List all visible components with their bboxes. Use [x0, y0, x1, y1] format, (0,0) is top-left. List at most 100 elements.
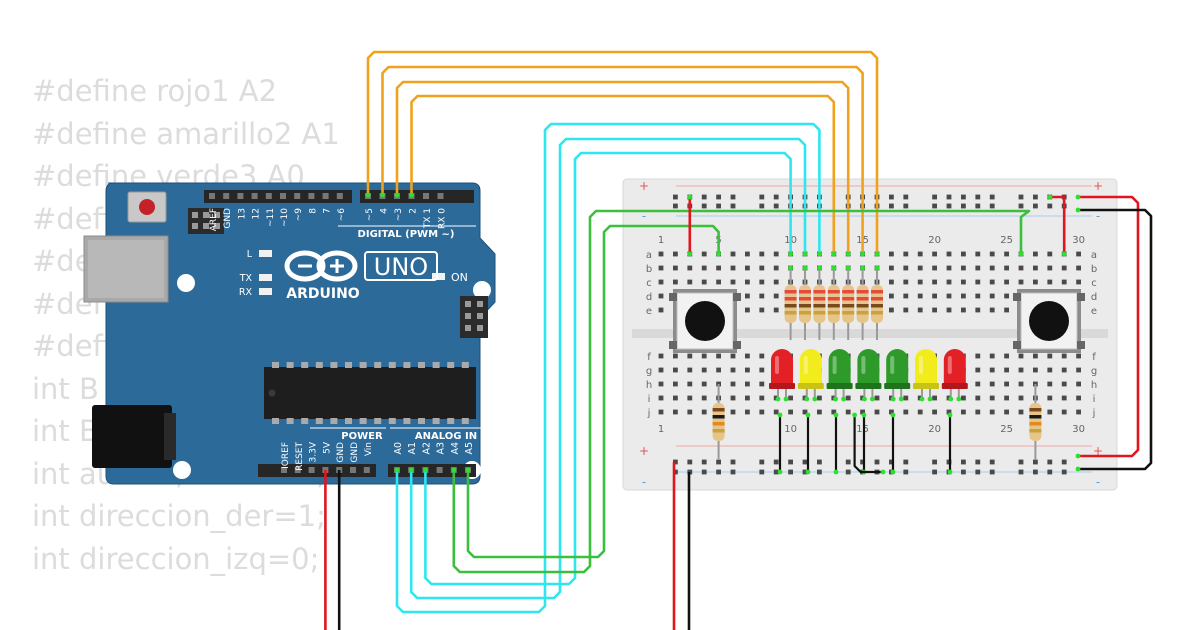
rail-hole [989, 469, 995, 475]
hole [716, 279, 721, 285]
power-pin [363, 467, 370, 473]
header-pin [465, 301, 471, 307]
rail-hole [961, 194, 966, 200]
hole [961, 265, 966, 271]
components [669, 265, 1085, 460]
resistor-band [827, 311, 840, 315]
column-number: 15 [856, 424, 869, 435]
hole [1033, 279, 1038, 285]
connection-dot [833, 396, 838, 402]
chip-pin [461, 362, 469, 368]
uno-label: UNO [374, 253, 428, 281]
chip-pin [330, 418, 338, 424]
analog-pin-label: A4 [450, 442, 461, 455]
led-ground-wire [853, 415, 883, 474]
hole [1061, 279, 1067, 285]
wire-end [788, 251, 793, 257]
column-number: 30 [1072, 235, 1085, 246]
row-label: j [1092, 408, 1096, 419]
hole [932, 409, 937, 415]
wire-end [687, 251, 693, 257]
led-rim [826, 383, 853, 389]
hole [759, 381, 765, 387]
wire-end [861, 412, 867, 418]
rail-hole [874, 459, 880, 465]
led-green [828, 349, 851, 385]
digital-pin-label: 4 [380, 208, 390, 214]
resistor-band [813, 290, 826, 294]
hole [903, 265, 909, 271]
resistor-band [799, 297, 811, 301]
rail-bridge-black [1078, 208, 1153, 471]
hole [745, 353, 750, 359]
chip-pin [315, 362, 323, 368]
hole [1004, 307, 1009, 313]
hole [1061, 381, 1067, 387]
rail-hole [889, 203, 894, 209]
connection-dot [890, 396, 896, 402]
rail-hole [1018, 203, 1024, 209]
hole [989, 251, 995, 257]
digital-pin [251, 193, 258, 199]
hole [917, 307, 923, 313]
rail-bridge-red [1078, 195, 1140, 458]
hole [1033, 265, 1038, 271]
board-led [259, 274, 272, 281]
wire-end [380, 192, 385, 198]
wire-end [1061, 251, 1067, 257]
uno-frame [364, 251, 438, 281]
hole [1047, 381, 1053, 387]
digital-wire [381, 65, 864, 254]
rail-hole [773, 469, 779, 475]
resistor-band [871, 311, 883, 315]
wire-end [716, 251, 721, 257]
analog-header [388, 464, 476, 477]
resistor-band [813, 311, 826, 315]
rail-hole [845, 469, 851, 475]
hole [759, 279, 765, 285]
hole [745, 279, 750, 285]
digital-pin-label: ~9 [294, 208, 304, 222]
hole [701, 279, 707, 285]
wire-end [845, 251, 851, 257]
hole [1004, 353, 1009, 359]
resistor-band [842, 311, 855, 315]
rail-hole [1047, 203, 1053, 209]
hole [701, 265, 707, 271]
rail-hole [1033, 203, 1038, 209]
wires [324, 50, 1153, 630]
rail-hole [788, 459, 793, 465]
chip-pin [286, 362, 294, 368]
connection-dot [956, 396, 962, 402]
wire-end [947, 469, 953, 475]
hole [975, 381, 981, 387]
resistor-band [712, 408, 725, 412]
digital-pin [265, 193, 272, 199]
rail-hole [975, 469, 981, 475]
rail-hole [730, 459, 736, 465]
button-cap [685, 301, 725, 341]
hole [773, 251, 779, 257]
led-rim [884, 383, 911, 389]
header-pin [192, 223, 198, 229]
hole [903, 409, 909, 415]
hole [975, 353, 981, 359]
wire-end [802, 251, 808, 257]
hole [845, 395, 851, 401]
header-pin [192, 212, 198, 218]
chip-pin [418, 362, 425, 368]
board-led [259, 288, 272, 295]
connection-dot [898, 396, 904, 402]
column-number: 20 [928, 424, 941, 435]
chip-pin [359, 418, 367, 424]
hole [745, 293, 750, 299]
rail-minus-label: - [1096, 475, 1100, 489]
rail-plus-label: + [639, 179, 649, 193]
wire-end [451, 467, 457, 473]
infinity-logo-left [284, 250, 326, 282]
resistor-band [784, 297, 797, 301]
button-wire-left [466, 224, 720, 559]
hole [817, 395, 822, 401]
